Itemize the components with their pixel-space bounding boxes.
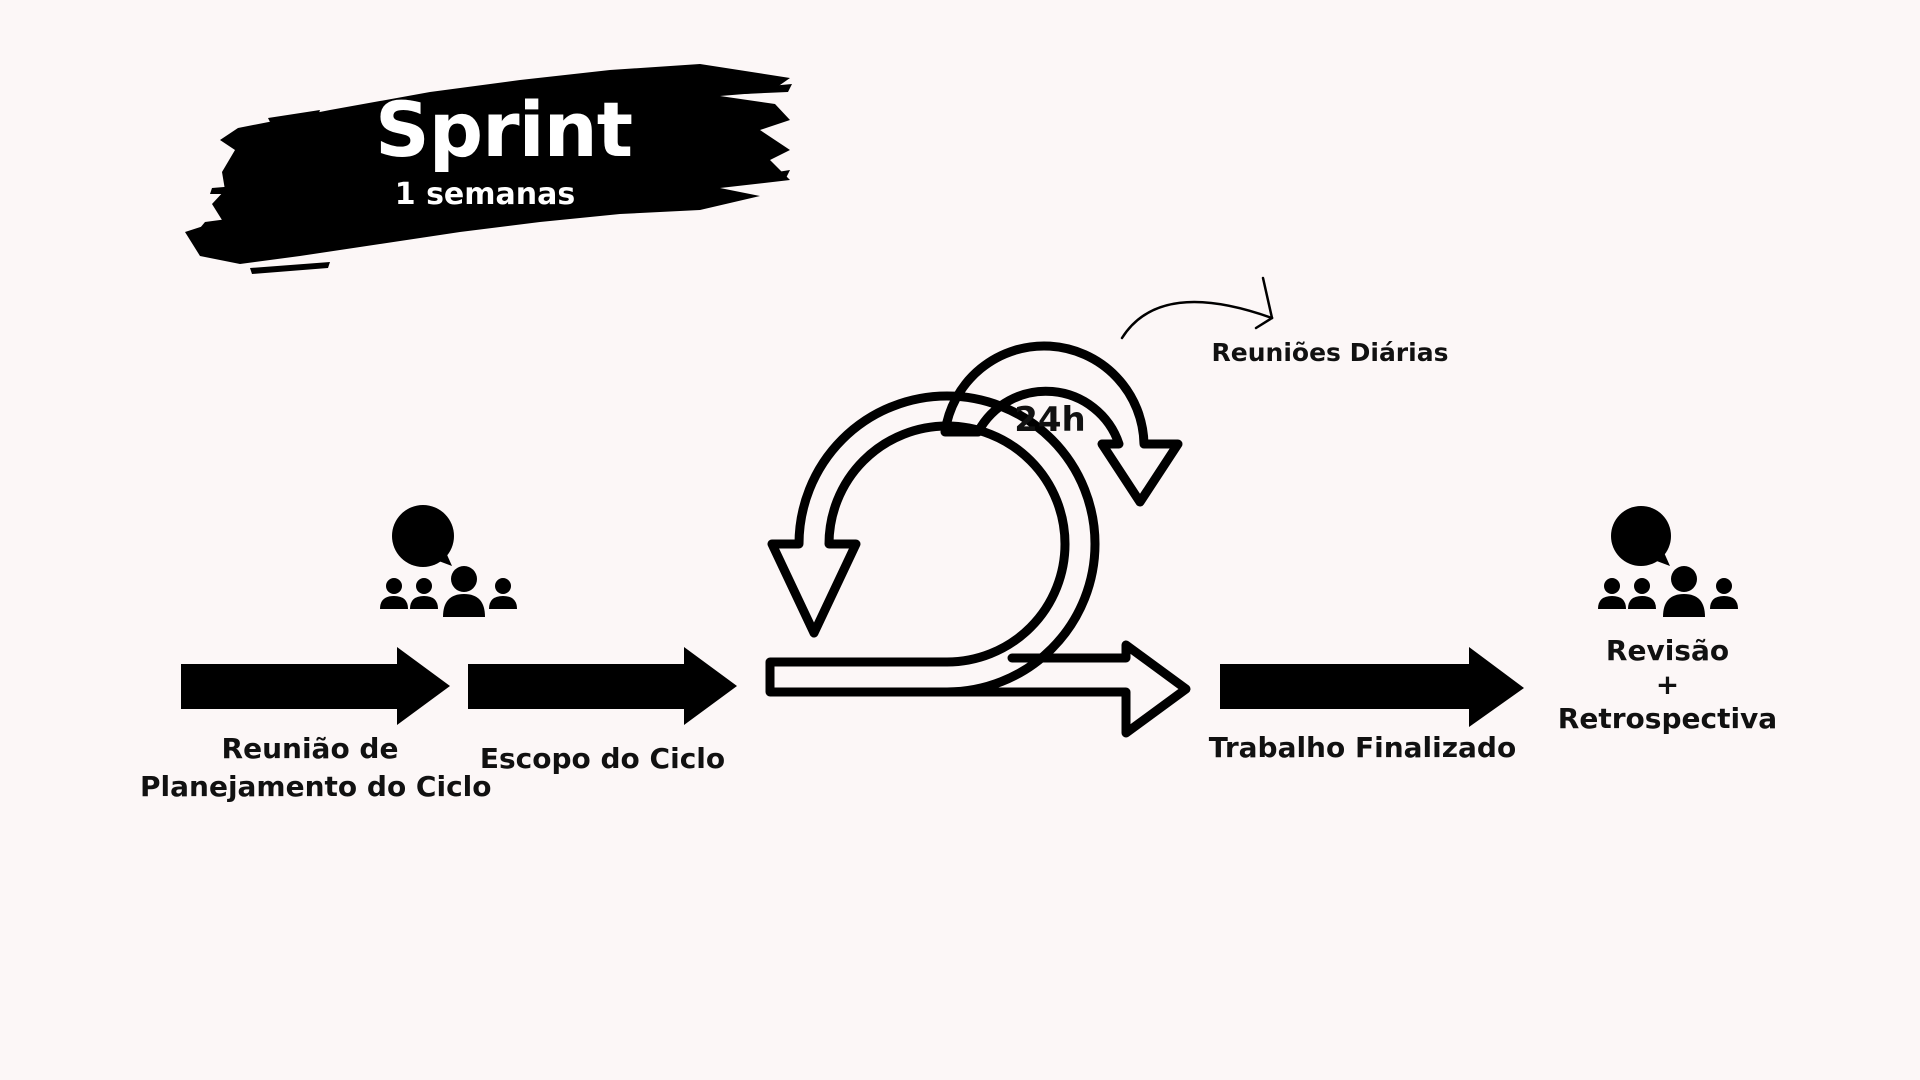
step-review-line2: +	[1655, 668, 1680, 701]
step-planning-line2: Planejamento do Ciclo	[140, 770, 492, 803]
daily-cycle-arrow-icon	[940, 341, 1183, 507]
step-review-label: Revisão + Retrospectiva	[1535, 632, 1800, 738]
step-review-line3: Retrospectiva	[1557, 702, 1778, 735]
sprint-title: Sprint	[375, 85, 633, 174]
team-meeting-icon	[380, 505, 517, 617]
planning-arrow	[181, 647, 450, 725]
scope-arrow	[468, 647, 737, 725]
scrum-cycle-icon	[765, 391, 1191, 738]
curved-pointer-arrow-icon	[1120, 276, 1274, 340]
step-finished-label: Trabalho Finalizado	[1208, 731, 1517, 764]
step-scope-label: Escopo do Ciclo	[479, 742, 726, 775]
daily-meetings-label: Reuniões Diárias	[1211, 338, 1449, 367]
step-planning-line1: Reunião de	[221, 732, 399, 765]
finished-work-arrow	[1220, 647, 1524, 727]
step-planning-label: Reunião de Planejamento do Ciclo	[140, 730, 492, 806]
team-meeting-icon	[1598, 506, 1738, 617]
brush-stroke-background	[185, 64, 792, 274]
cycle-hours-label: 24h	[1014, 400, 1086, 440]
step-review-line1: Revisão	[1605, 634, 1730, 667]
sprint-duration: 1 semanas	[394, 177, 576, 212]
